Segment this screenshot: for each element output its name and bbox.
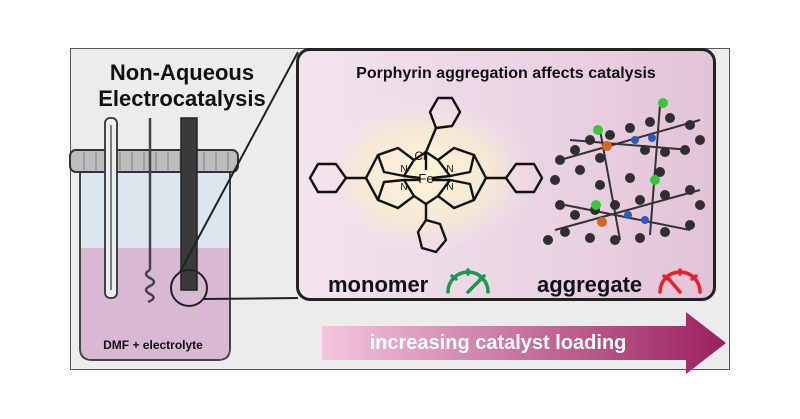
zoom-line-bottom bbox=[203, 297, 299, 300]
zoom-line-top bbox=[179, 51, 299, 273]
aggregate-label: aggregate bbox=[537, 272, 643, 297]
atom-n-1: N bbox=[400, 164, 407, 175]
atom-n-2: N bbox=[446, 164, 453, 175]
atom-n-4: N bbox=[446, 182, 453, 193]
solvent-label: DMF + electrolyte bbox=[103, 338, 203, 352]
aggregate-iron bbox=[597, 141, 612, 227]
panel-title: Porphyrin aggregation affects catalysis bbox=[356, 65, 656, 82]
left-title-line2: Electrocatalysis bbox=[98, 86, 266, 111]
zoom-circle bbox=[170, 269, 208, 307]
left-title-line1: Non-Aqueous bbox=[109, 60, 255, 85]
aggregate-gauge-icon bbox=[658, 268, 702, 294]
monomer-molecule bbox=[308, 96, 544, 254]
atom-cl: Cl bbox=[414, 149, 425, 163]
monomer-label: monomer bbox=[328, 272, 429, 297]
monomer-glow bbox=[313, 95, 537, 255]
atom-fe: Fe bbox=[418, 171, 433, 186]
left-title: Non-Aqueous Electrocatalysis bbox=[82, 60, 282, 112]
aggregate-chlorine bbox=[591, 98, 668, 210]
arrow-label: increasing catalyst loading bbox=[369, 332, 627, 354]
increasing-arrow bbox=[322, 312, 726, 374]
monomer-gauge-icon bbox=[446, 268, 490, 294]
aggregate-atoms bbox=[543, 113, 705, 245]
aggregate-nitrogen bbox=[624, 134, 656, 224]
atom-n-3: N bbox=[400, 182, 407, 193]
